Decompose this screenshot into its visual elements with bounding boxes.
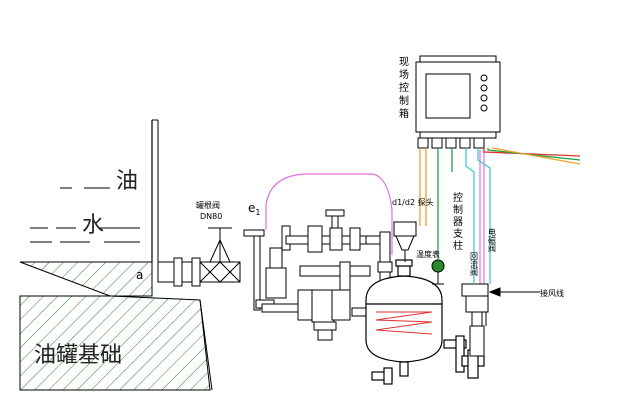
- pink-impulse-line: [265, 150, 485, 292]
- label-e1: e1: [248, 201, 260, 217]
- label-control-box: 现场控制箱: [397, 56, 409, 121]
- label-check-valve: 回流阀: [470, 252, 479, 277]
- label-dn80: DN80: [200, 212, 222, 221]
- field-control-box: [415, 55, 501, 149]
- label-solenoid-valve: 电磁阀: [488, 227, 497, 253]
- signal-cables: [419, 147, 581, 284]
- label-air-line: 接风线: [540, 288, 564, 298]
- probe-head: [393, 221, 417, 262]
- separator-tank: [365, 259, 485, 385]
- tank-root-valve: [199, 227, 241, 283]
- label-thermometer: 温度表: [416, 249, 440, 259]
- solenoid-valve-assembly: [461, 283, 540, 357]
- piping-assembly: [243, 209, 393, 341]
- thermometer-gauge: [431, 259, 445, 285]
- label-water: 水: [82, 213, 104, 238]
- label-tank-base: 油罐基础: [34, 343, 122, 368]
- label-probe: d1/d2 探头: [392, 197, 434, 207]
- label-oil: 油: [116, 169, 138, 194]
- tank-foundation: [19, 261, 213, 391]
- oil-level-lines: [30, 187, 140, 243]
- label-control-post: 控制器支柱: [451, 191, 463, 252]
- label-point-a: a: [136, 268, 143, 282]
- tank-wall: [151, 119, 159, 262]
- outlet-nozzle: [157, 257, 201, 287]
- label-sampling-valve: 罐根阀: [196, 200, 220, 210]
